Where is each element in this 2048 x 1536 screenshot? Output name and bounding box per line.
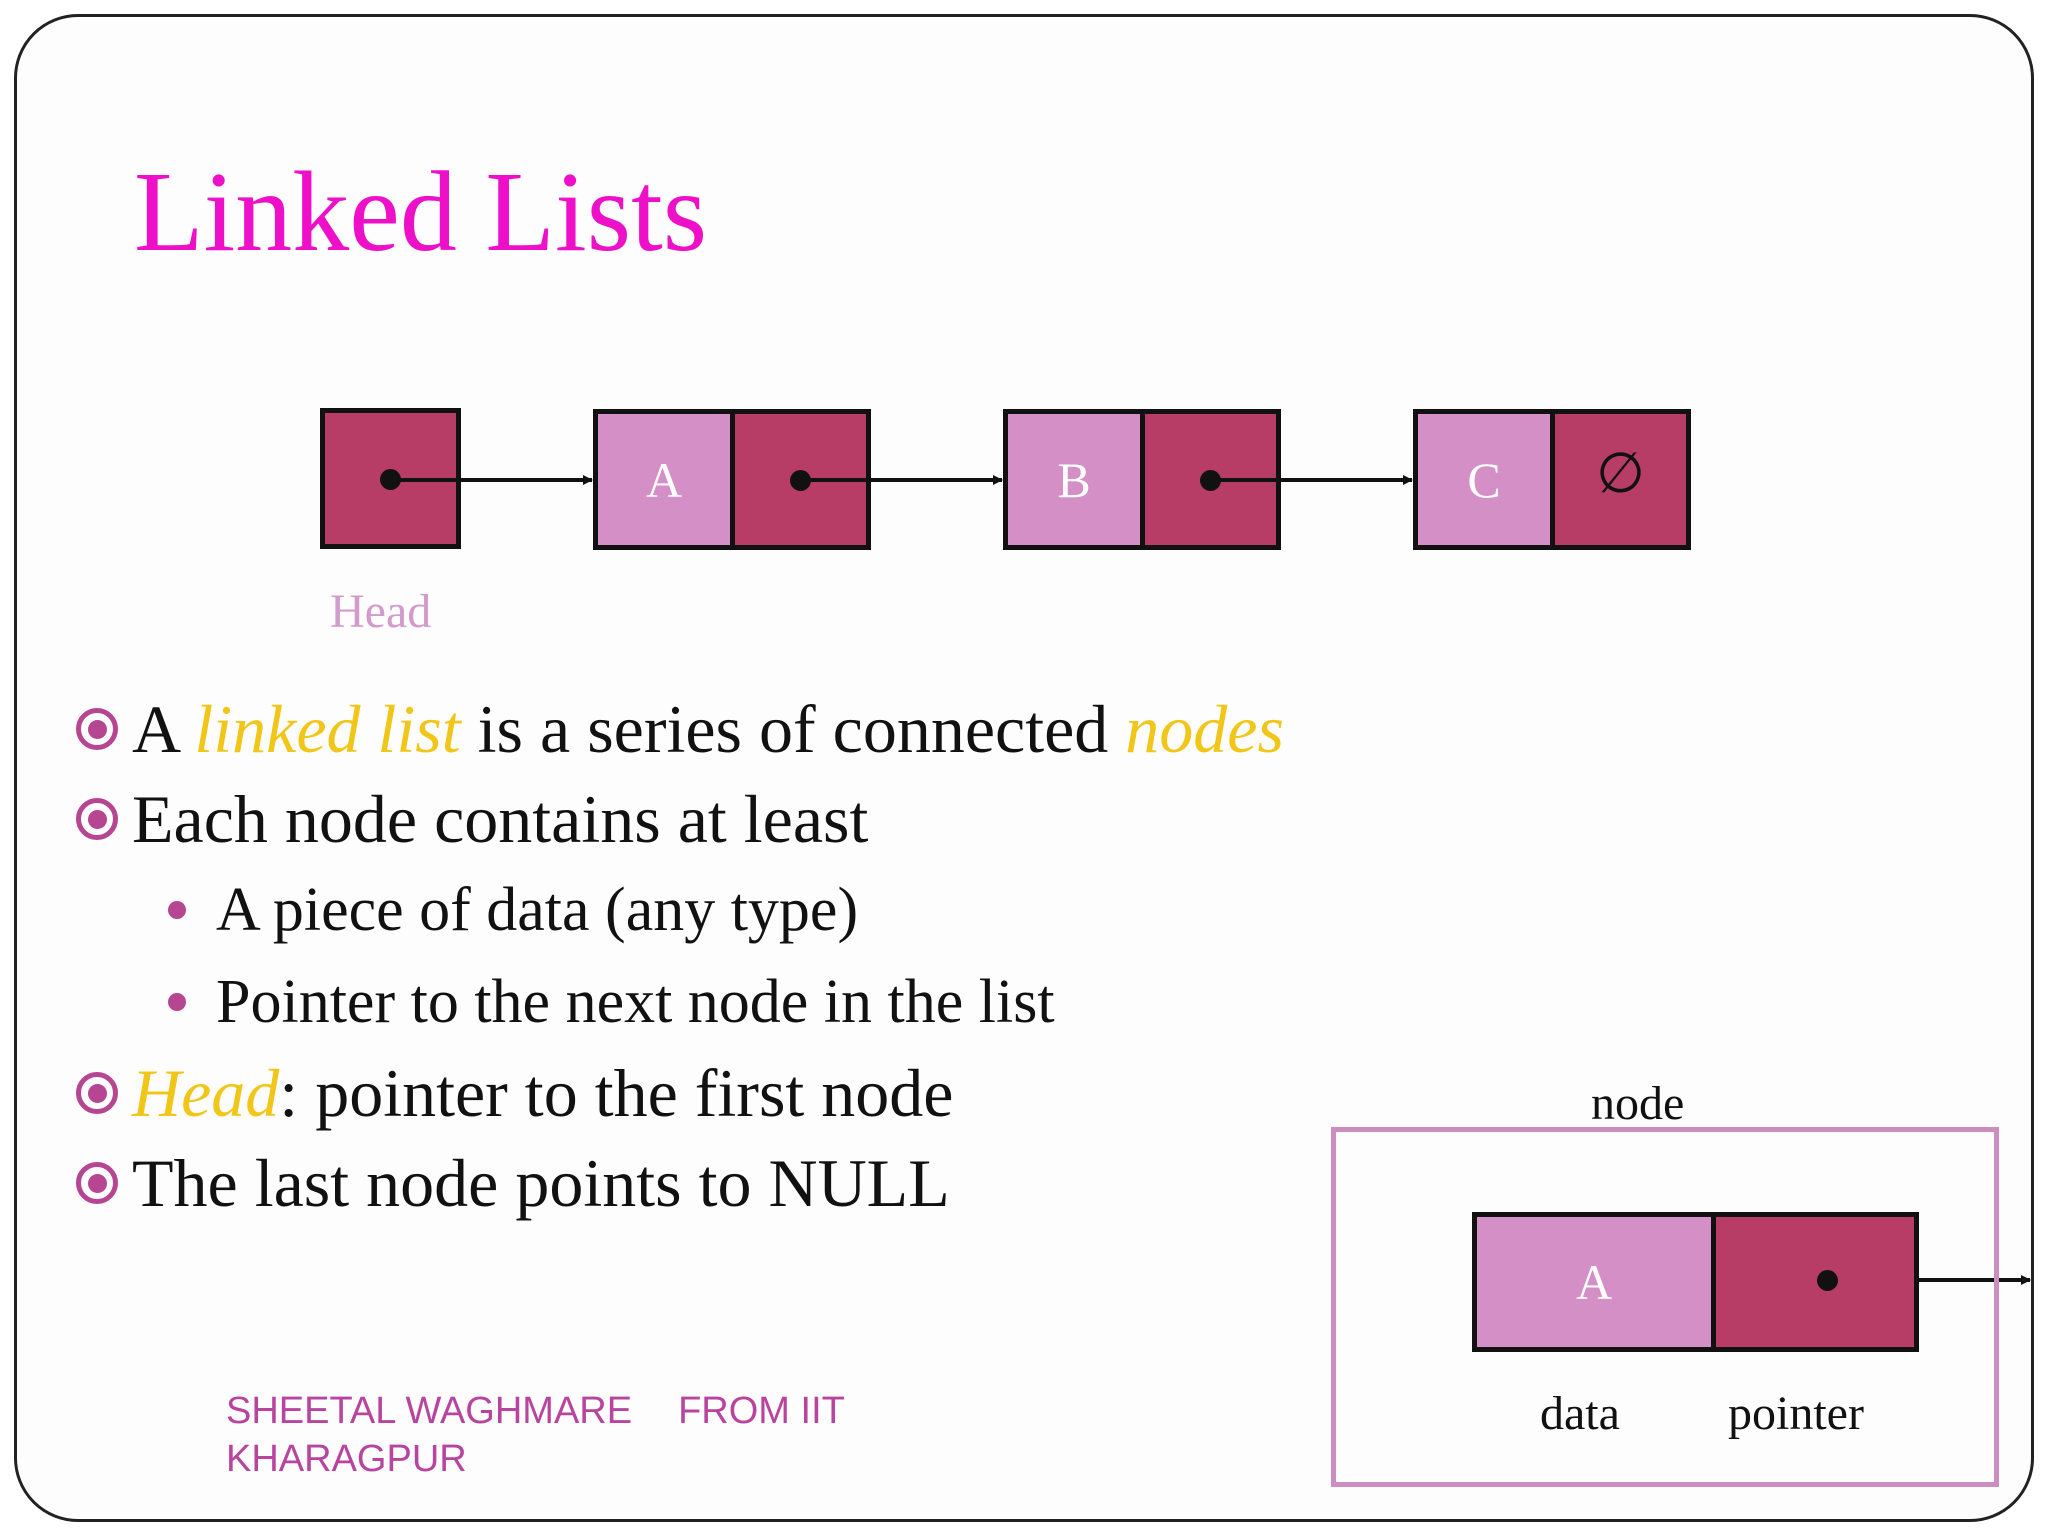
- bullet-text: A linked list is a series of connected n…: [132, 690, 1284, 769]
- node-legend-frame: [1331, 1127, 1999, 1487]
- slide-title: Linked Lists: [134, 148, 708, 275]
- target-bullet-icon: [76, 798, 118, 840]
- sub-bullet-item: A piece of data (any type): [76, 864, 1284, 956]
- legend-data-label: data: [1540, 1387, 1620, 1440]
- legend-data-box: A: [1472, 1212, 1716, 1352]
- bullet-text: Pointer to the next node in the list: [216, 967, 1055, 1038]
- target-bullet-icon: [76, 1072, 118, 1114]
- footer-author: SHEETAL WAGHMARE: [226, 1390, 633, 1432]
- dot-bullet-icon: [168, 993, 186, 1011]
- legend-pointer-dot: [1817, 1270, 1838, 1291]
- head-pointer-dot: [380, 469, 401, 490]
- highlighted-term: nodes: [1125, 690, 1284, 767]
- head-label: Head: [330, 585, 432, 638]
- node-legend-title: node: [1591, 1077, 1685, 1130]
- sub-bullet-item: Pointer to the next node in the list: [76, 956, 1284, 1048]
- bullet-text-part: Each node contains at least: [132, 780, 869, 857]
- legend-pointer-box: [1711, 1212, 1919, 1352]
- node-a-data: A: [593, 409, 735, 550]
- bullet-text-part: A piece of data (any type): [216, 875, 859, 944]
- node-a-pointer-dot: [790, 470, 811, 491]
- footer-from: FROM IIT: [678, 1390, 845, 1432]
- bullet-item: A linked list is a series of connected n…: [76, 684, 1284, 774]
- bullet-item: The last node points to NULL: [76, 1138, 1284, 1228]
- bullet-text: The last node points to NULL: [132, 1144, 950, 1223]
- dot-bullet-icon: [168, 901, 186, 919]
- legend-pointer-label: pointer: [1728, 1387, 1864, 1440]
- footer-line-2: KHARAGPUR: [226, 1437, 467, 1480]
- target-bullet-icon: [76, 1162, 118, 1204]
- node-b-pointer-dot: [1200, 470, 1221, 491]
- highlighted-term: Head: [132, 1054, 280, 1131]
- footer-credit: SHEETAL WAGHMARE FROM IIT KHARAGPUR: [226, 1388, 845, 1483]
- bullet-text-part: Pointer to the next node in the list: [216, 967, 1055, 1036]
- footer-line-1: SHEETAL WAGHMARE FROM IIT: [226, 1388, 845, 1436]
- bullet-text-part: A: [132, 690, 195, 767]
- target-bullet-icon: [76, 708, 118, 750]
- highlighted-term: linked list: [194, 690, 461, 767]
- bullet-text: Head: pointer to the first node: [132, 1054, 954, 1133]
- null-symbol: ∅: [1596, 443, 1645, 505]
- bullet-text: Each node contains at least: [132, 780, 868, 859]
- bullet-text-part: The last node points to NULL: [132, 1144, 950, 1221]
- bullet-item: Each node contains at least: [76, 774, 1284, 864]
- node-c-data: C: [1413, 409, 1555, 550]
- bullet-text: A piece of data (any type): [216, 875, 858, 946]
- bullet-text-part: is a series of connected: [460, 690, 1126, 767]
- node-c-pointer-null: ∅: [1550, 409, 1691, 550]
- bullet-list: A linked list is a series of connected n…: [76, 684, 1284, 1228]
- bullet-item: Head: pointer to the first node: [76, 1048, 1284, 1138]
- bullet-text-part: : pointer to the first node: [279, 1054, 954, 1131]
